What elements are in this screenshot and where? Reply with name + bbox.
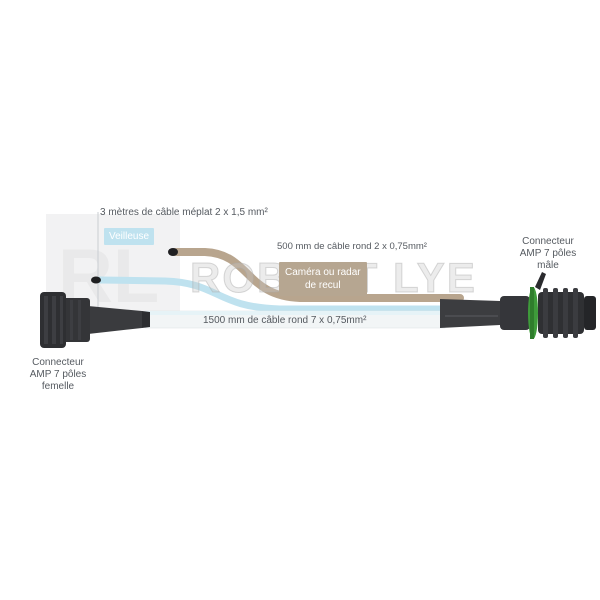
female-label-line1: Connecteur <box>32 357 84 368</box>
female-connector <box>40 292 150 348</box>
camera-tag-line2: de recul <box>305 280 341 291</box>
blue-cable-tip <box>91 276 101 284</box>
female-label-line2: AMP 7 pôles <box>29 369 87 380</box>
round-cable-1500-label: 1500 mm de câble rond 7 x 0,75mm² <box>203 315 367 326</box>
veilleuse-tag: Veilleuse <box>104 228 155 245</box>
blue-flat-cable <box>96 276 459 313</box>
male-connector-label: Connecteur AMP 7 pôles mâle <box>516 236 580 272</box>
dark-cable-segment <box>440 296 530 330</box>
female-label-line3: femelle <box>41 381 75 392</box>
female-connector-label: Connecteur AMP 7 pôles femelle <box>26 357 90 393</box>
main-cable-highlight <box>145 311 445 315</box>
flat-cable-label: 3 mètres de câble méplat 2 x 1,5 mm² <box>100 207 268 218</box>
male-connector <box>528 272 596 339</box>
camera-tag: Caméra ou radar de recul <box>279 262 367 296</box>
round-cable-500-label: 500 mm de câble rond 2 x 0,75mm² <box>277 241 427 252</box>
male-label-line3: mâle <box>537 260 559 271</box>
male-label-line2: AMP 7 pôles <box>519 248 577 259</box>
male-label-line1: Connecteur <box>522 236 574 247</box>
tan-cable-tip <box>168 248 178 256</box>
tan-round-cable <box>172 248 464 302</box>
camera-tag-line1: Caméra ou radar <box>285 267 361 278</box>
